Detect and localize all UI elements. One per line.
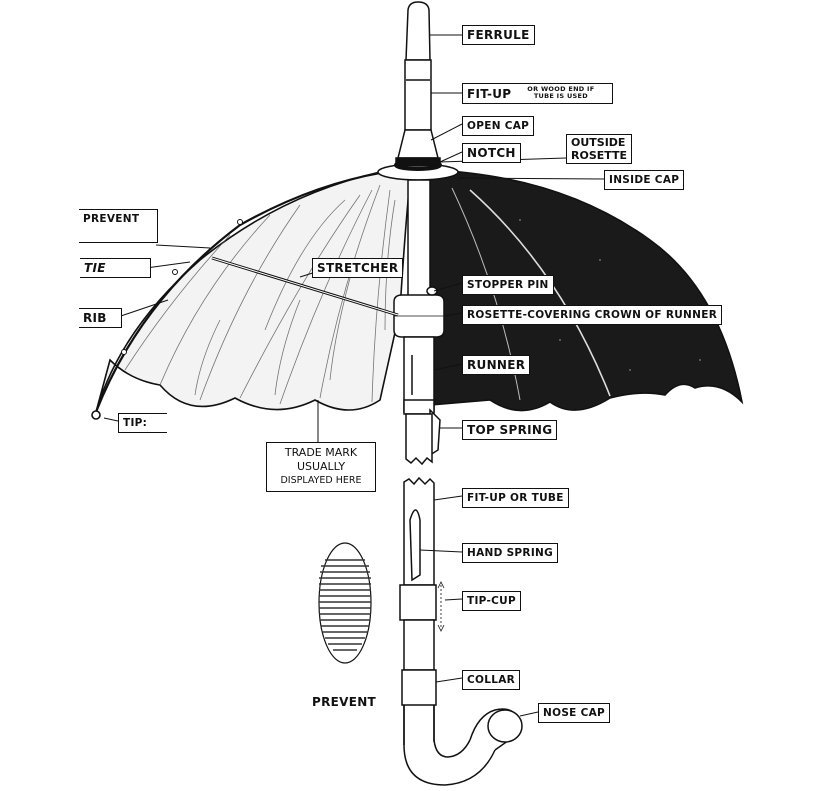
leader-lines [103,34,605,717]
label-hand-spring: HAND SPRING [462,543,559,563]
prevent-shape [318,542,372,664]
label-top-spring: TOP SPRING [462,420,558,440]
label-ferrule: FERRULE [462,25,535,45]
label-fit-up-top: FIT-UP OR WOOD END IF TUBE IS USED [462,83,613,104]
label-trade-mark-line2: USUALLY [296,460,346,473]
label-trade-mark-line1: TRADE MARK [284,446,358,459]
label-prevent-top: PREVENT [79,209,158,243]
label-collar: COLLAR [462,670,521,690]
label-rib: RIB [79,308,122,328]
label-notch: NOTCH [462,143,521,163]
tip-ball [91,410,101,420]
label-open-cap: OPEN CAP [462,116,535,136]
shaft [393,1,523,786]
label-fit-up-top-text: FIT-UP [467,87,512,101]
canopy-left [91,168,411,420]
label-prevent-bottom: PREVENT [312,695,377,709]
label-tie: TIE [80,258,151,278]
label-stretcher: STRETCHER [312,258,404,278]
label-tip: TIP: [118,413,167,433]
label-outside-rosette-line2: ROSETTE [571,149,628,162]
label-nose-cap: NOSE CAP [538,703,611,723]
label-outside-rosette-line1: OUTSIDE [571,136,626,149]
label-inside-cap: INSIDE CAP [604,170,685,190]
label-outside-rosette: OUTSIDE ROSETTE [566,134,633,164]
label-tip-cup: TIP-CUP [462,591,521,611]
label-fit-up-tube: FIT-UP OR TUBE [462,488,569,508]
label-runner: RUNNER [462,355,531,375]
label-rosette-crown: ROSETTE-COVERING CROWN OF RUNNER [462,305,723,325]
label-trade-mark-line3: DISPLAYED HERE [280,475,362,486]
label-fit-up-top-note: OR WOOD END IF TUBE IS USED [527,85,595,100]
label-stopper-pin: STOPPER PIN [462,275,554,295]
label-trade-mark: TRADE MARK USUALLY DISPLAYED HERE [266,442,376,492]
